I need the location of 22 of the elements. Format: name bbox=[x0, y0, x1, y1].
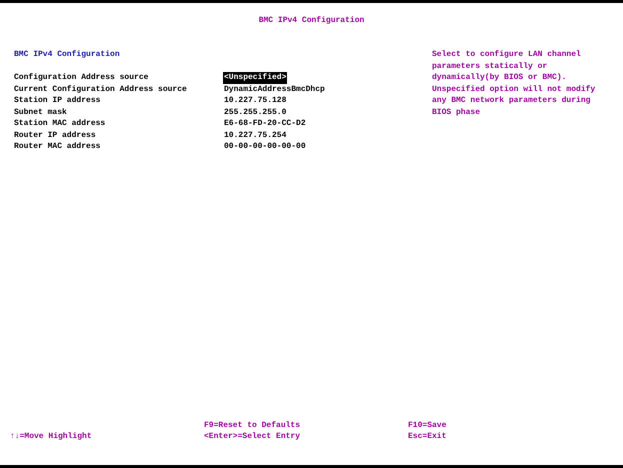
setting-label: Router IP address bbox=[14, 130, 96, 141]
setting-label: Subnet mask bbox=[14, 106, 67, 118]
key-hint: <Enter>=Select Entry bbox=[204, 431, 300, 442]
setting-value: 255.255.255.0 bbox=[224, 106, 286, 118]
screen-title: BMC IPv4 Configuration bbox=[258, 15, 366, 26]
selected-option: <Unspecified> bbox=[223, 72, 288, 84]
setting-label: Current Configuration Address source bbox=[14, 84, 187, 95]
setting-label: Station MAC address bbox=[14, 118, 106, 130]
setting-value: DynamicAddressBmcDhcp bbox=[224, 84, 325, 95]
key-hint: Esc=Exit bbox=[408, 431, 446, 442]
help-text: Select to configure LAN channel parameters statically or dynamically(by BIOS or BMC). Unspecified option will not modify any BMC network parameters during BIOS phase bbox=[432, 49, 596, 118]
setting-label: Station IP address bbox=[14, 95, 100, 106]
key-hint: ↑↓=Move Highlight bbox=[10, 431, 92, 442]
section-heading: BMC IPv4 Configuration bbox=[14, 49, 120, 60]
key-hint: F9=Reset to Defaults bbox=[204, 420, 300, 432]
setting-value: E6-68-FD-20-CC-D2 bbox=[224, 118, 306, 130]
setting-value: 10.227.75.128 bbox=[224, 95, 286, 106]
setting-value: 10.227.75.254 bbox=[224, 130, 286, 141]
setting-label: Router MAC address bbox=[14, 141, 100, 152]
key-hint: F10=Save bbox=[408, 420, 446, 432]
setting-label: Configuration Address source bbox=[14, 72, 148, 84]
setting-value: 00-00-00-00-00-00 bbox=[224, 141, 306, 152]
